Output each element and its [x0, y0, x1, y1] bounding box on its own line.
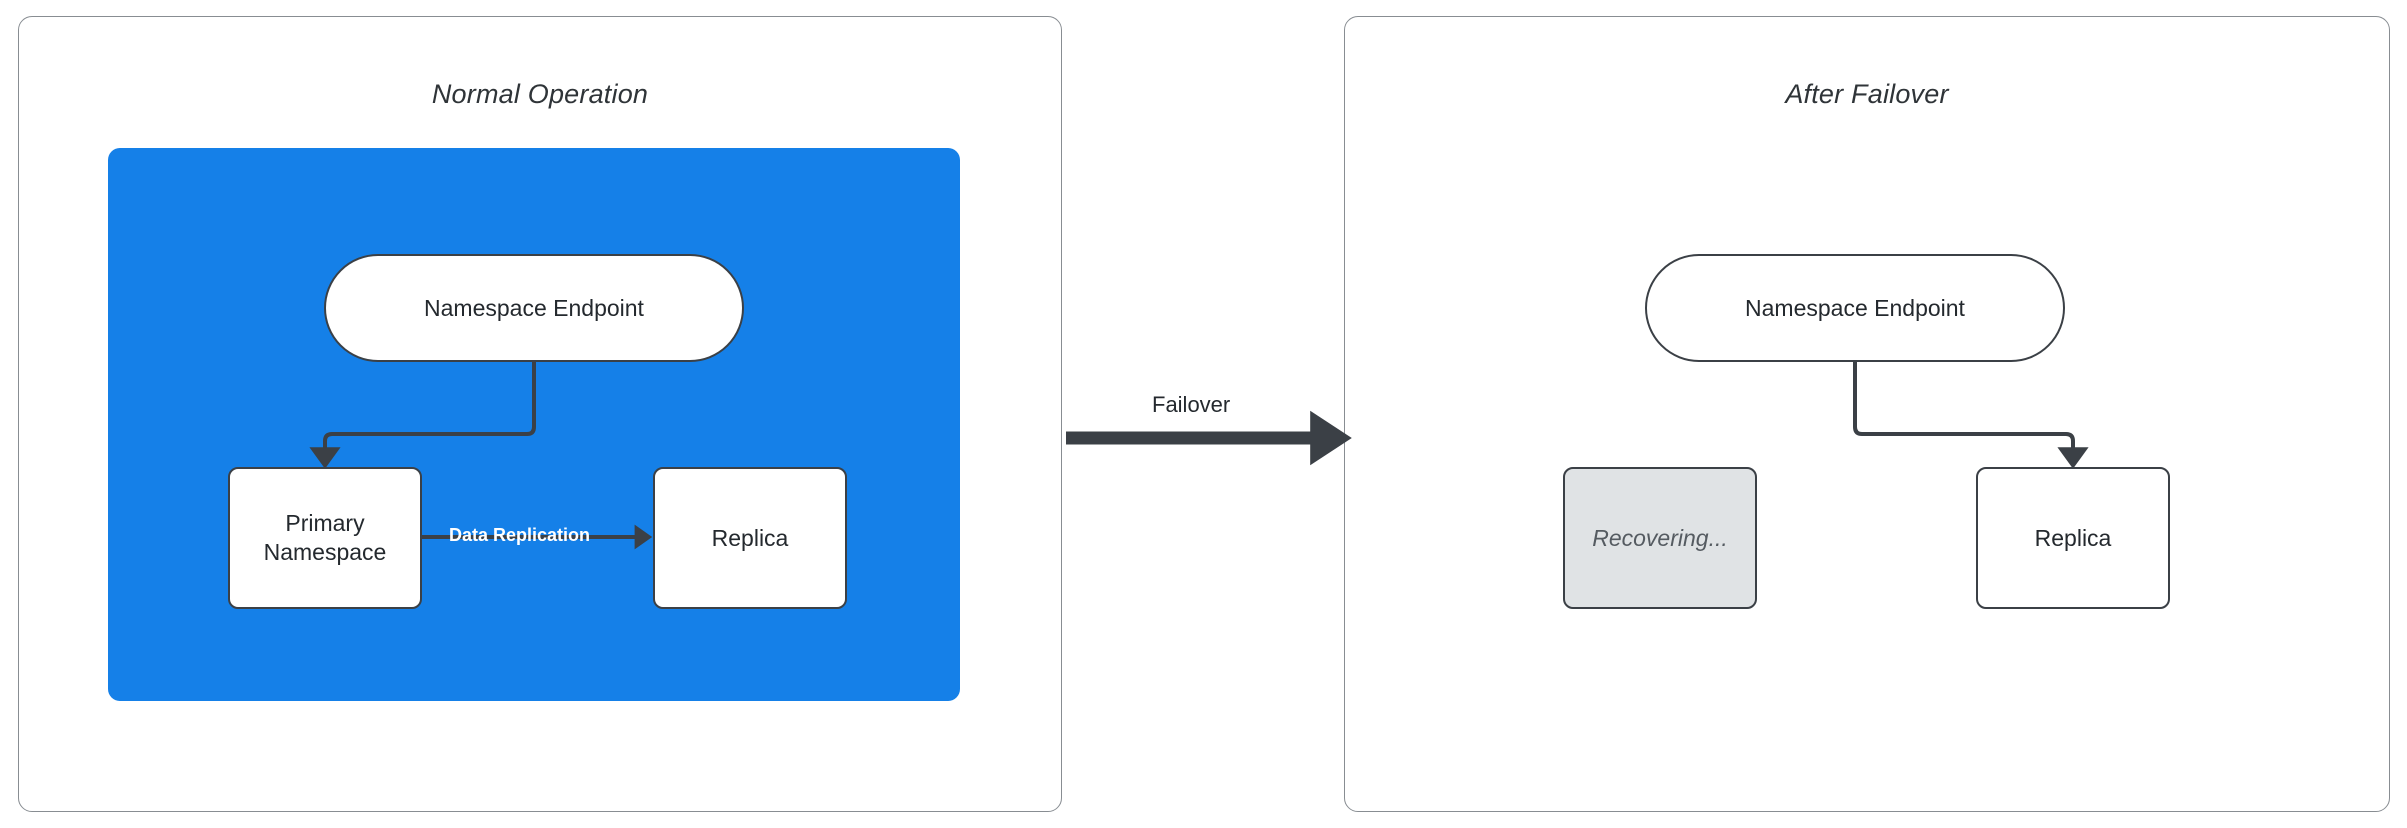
node-primary-namespace[interactable]: Primary Namespace [228, 467, 422, 609]
node-namespace-endpoint-left[interactable]: Namespace Endpoint [324, 254, 744, 362]
node-label: Namespace Endpoint [1745, 294, 1965, 321]
transition-label-failover: Failover [1152, 392, 1231, 417]
node-namespace-endpoint-right[interactable]: Namespace Endpoint [1645, 254, 2065, 362]
edge-label-data-replication: Data Replication [449, 525, 591, 545]
panel-title-normal-operation: Normal Operation [431, 79, 649, 109]
panel-title-after-failover: After Failover [1785, 79, 1949, 109]
edge-endpoint-to-primary [309, 362, 536, 469]
node-label: Namespace Endpoint [424, 294, 644, 321]
node-label: Recovering... [1592, 524, 1728, 551]
node-label: Replica [711, 524, 789, 551]
node-recovering[interactable]: Recovering... [1563, 467, 1757, 609]
node-label: Replica [2034, 524, 2112, 551]
node-replica-left[interactable]: Replica [653, 467, 847, 609]
node-label: Primary Namespace [263, 510, 387, 565]
panel-after-failover: After Failover [1344, 16, 2390, 812]
node-replica-right[interactable]: Replica [1976, 467, 2170, 609]
edge-endpoint-to-replica [1853, 362, 2089, 469]
